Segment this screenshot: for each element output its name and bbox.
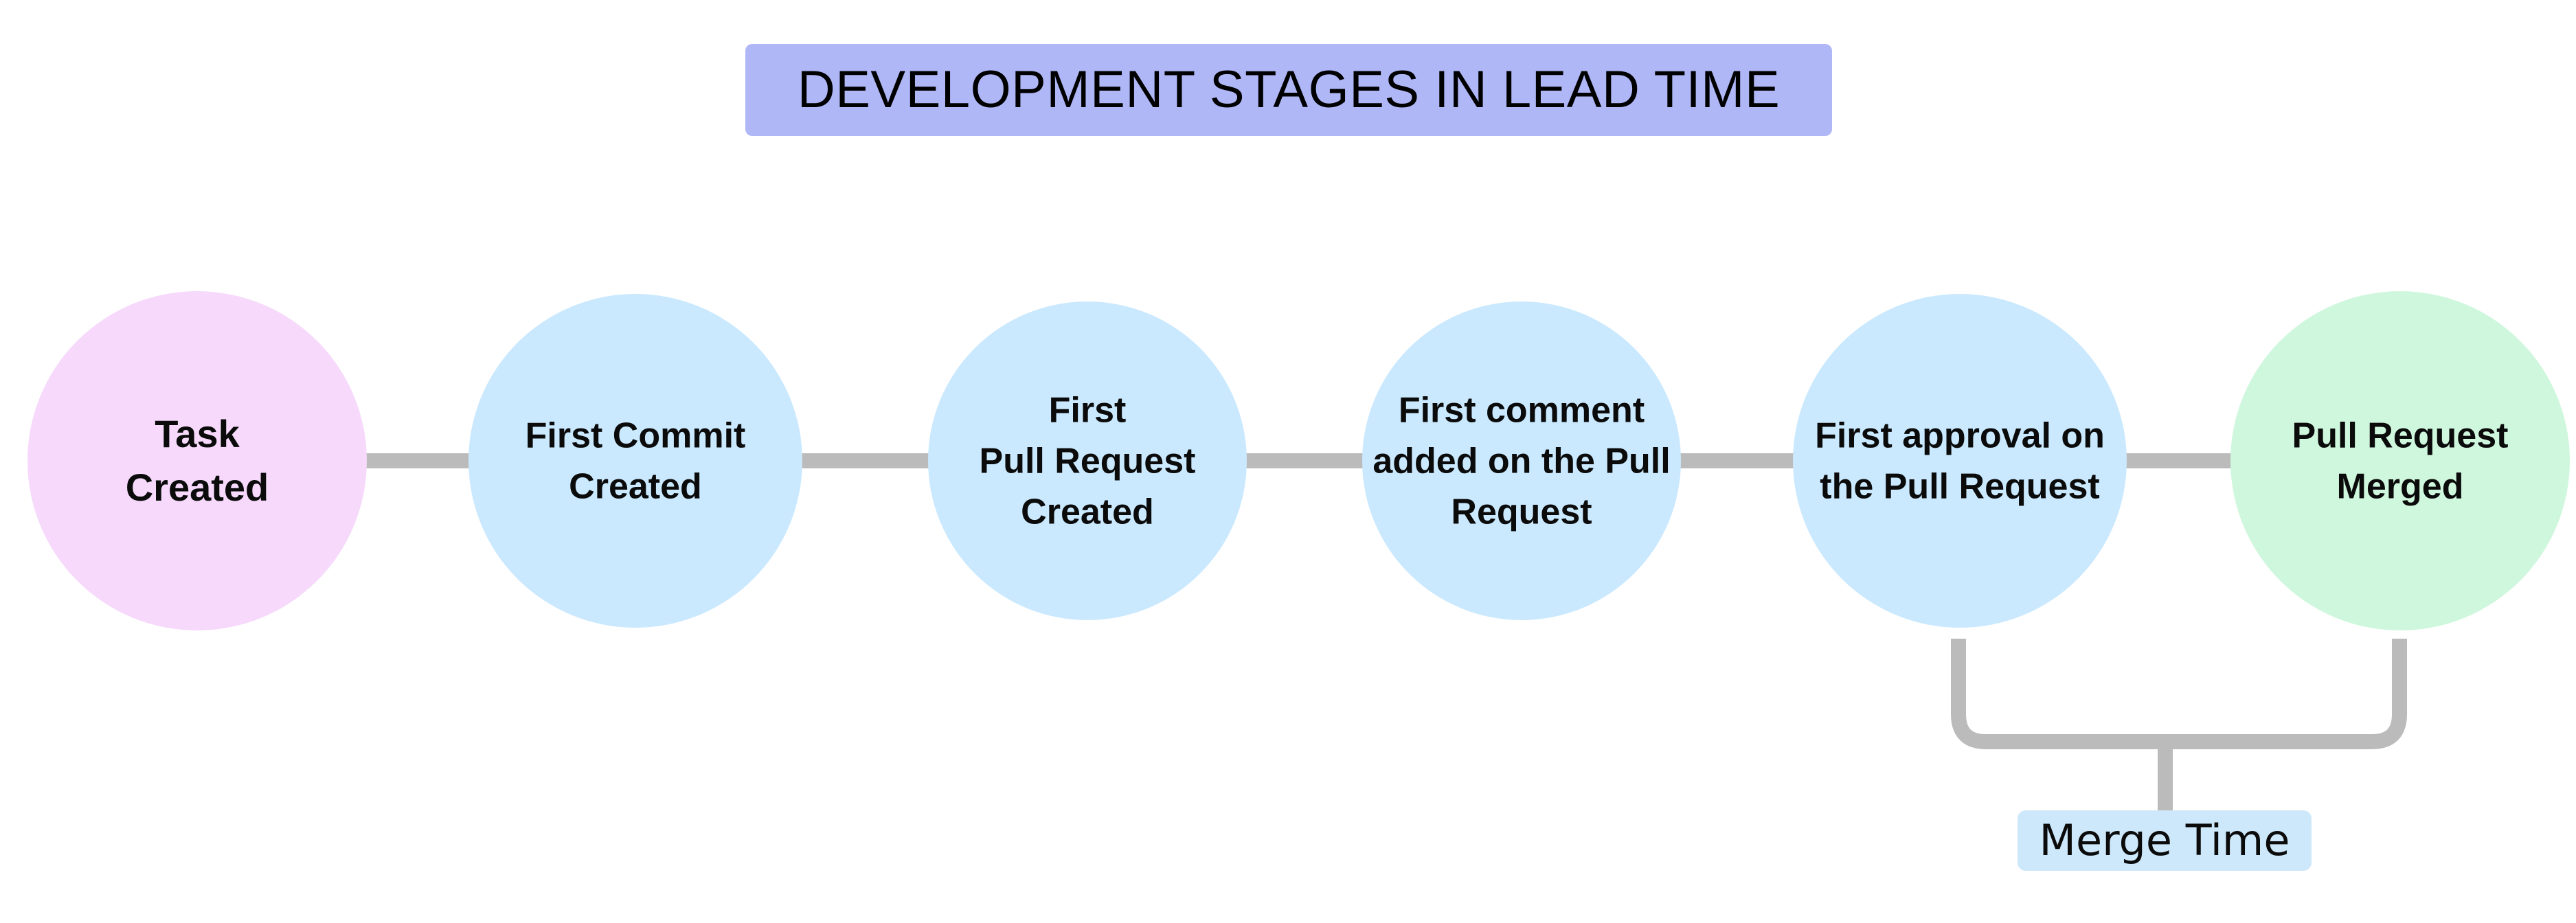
- stage-label-line: Created: [1021, 492, 1154, 532]
- stage-node-first-approval[interactable]: First approval on the Pull Request: [1793, 294, 2127, 628]
- stage-circle[interactable]: [27, 291, 367, 630]
- merge-time-annotation-chip: Merge Time: [2018, 810, 2312, 871]
- stage-circle[interactable]: [1793, 294, 2127, 628]
- stage-label-line: added on the Pull: [1372, 442, 1670, 481]
- stage-label-line: First: [1049, 391, 1127, 431]
- stage-label-line: Created: [569, 467, 702, 507]
- stage-label-line: Created: [126, 466, 269, 509]
- stage-label-line: Merged: [2337, 467, 2464, 507]
- stage-label-line: First Commit: [526, 416, 746, 456]
- merge-time-label: Merge Time: [2039, 815, 2290, 865]
- page-title: DEVELOPMENT STAGES IN LEAD TIME: [797, 60, 1781, 119]
- stage-label-line: Pull Request: [980, 442, 1196, 481]
- stage-circle[interactable]: [1362, 301, 1681, 620]
- stage-circle[interactable]: [2230, 291, 2570, 630]
- stage-label-line: Task: [155, 412, 240, 455]
- stage-label-line: the Pull Request: [1820, 467, 2099, 507]
- diagram-title-banner: DEVELOPMENT STAGES IN LEAD TIME: [745, 44, 1832, 136]
- stage-label-line: First comment: [1399, 391, 1645, 431]
- merge-time-bracket-layer: [1951, 639, 2407, 812]
- stage-label-line: Request: [1451, 492, 1592, 532]
- stage-label-line: First approval on: [1815, 416, 2105, 456]
- stage-circle[interactable]: [468, 294, 802, 628]
- stage-label-line: Pull Request: [2292, 416, 2509, 456]
- merge-time-bracket: [1951, 639, 2407, 749]
- stage-circle[interactable]: [928, 301, 1247, 620]
